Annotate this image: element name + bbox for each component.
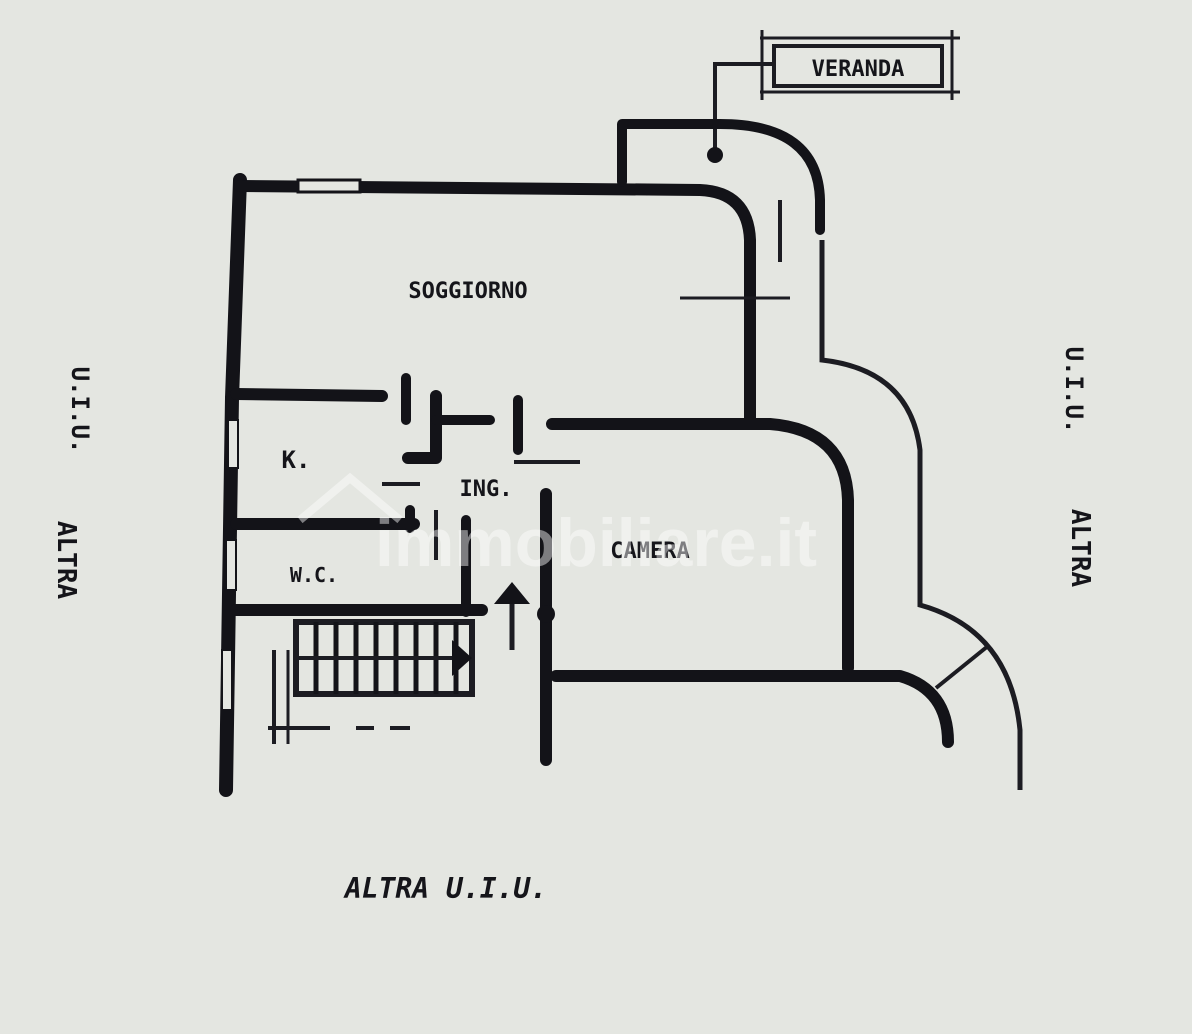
svg-text:immobiliare.it: immobiliare.it [375,505,817,581]
veranda-label: VERANDA [812,57,905,82]
staircase [268,619,475,744]
altra-uiu-right-bottom-label: ALTRA [1065,509,1095,588]
watermark-logo: immobiliare.it [297,472,817,581]
svg-text:U.I.U.: U.I.U. [66,367,94,454]
room-label-soggiorno: SOGGIORNO [408,279,527,304]
altra-uiu-left-top-label: U.I.U. [66,367,94,454]
altra-uiu-right-top-label: U.I.U. [1060,347,1088,434]
room-label-ing: ING. [460,477,513,502]
walls [219,119,1023,797]
svg-text:ALTRA: ALTRA [1065,509,1095,588]
veranda-tag: VERANDA [707,30,960,163]
room-label-camera: CAMERA [610,539,689,564]
altra-uiu-bottom-label: ALTRA U.I.U. [343,872,547,905]
room-label-wc: W.C. [290,563,338,587]
entrance-arrow-icon [494,582,530,650]
room-label-k: K. [282,446,311,474]
svg-text:ALTRA: ALTRA [51,521,81,600]
altra-uiu-left-bottom-label: ALTRA [51,521,81,600]
svg-text:U.I.U.: U.I.U. [1060,347,1088,434]
